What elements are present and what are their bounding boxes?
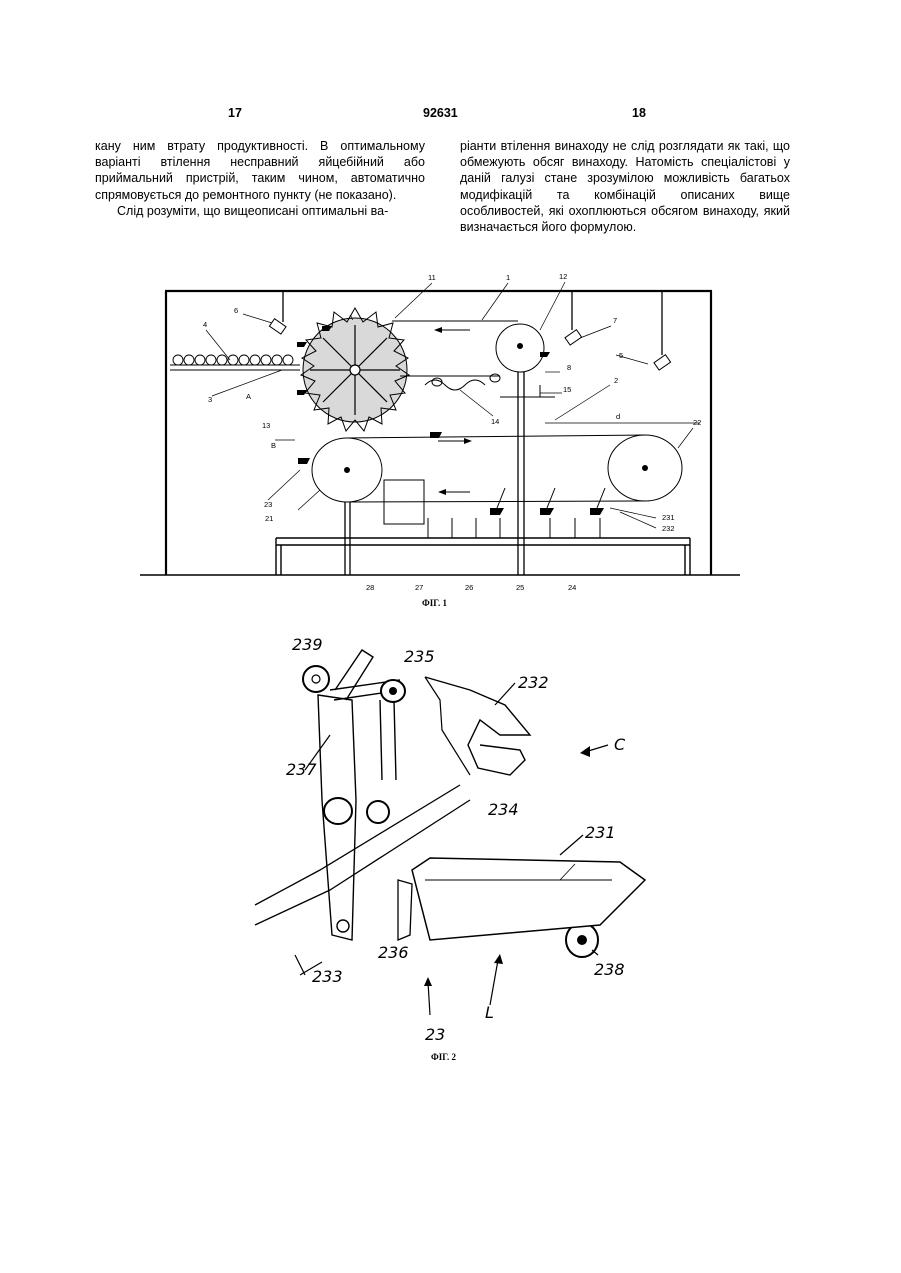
fig1-label: 21 xyxy=(265,514,273,523)
fig1-label: 14 xyxy=(491,417,499,426)
fig1-label: d xyxy=(616,412,620,421)
page-number-right: 18 xyxy=(632,106,646,120)
fig2-label: C xyxy=(614,735,626,754)
fig1-label: 4 xyxy=(203,320,207,329)
right-text-column: ріанти втілення винаходу не слід розгляд… xyxy=(460,138,790,235)
fig2-label: 232 xyxy=(518,673,549,692)
figure-2-caption: ФІГ. 2 xyxy=(431,1052,456,1062)
fig1-label: 11 xyxy=(428,273,436,282)
figure-1-caption: ФІГ. 1 xyxy=(422,598,447,608)
fig2-label: 234 xyxy=(488,800,519,819)
figure-1-diagram: 1 2 3 4 5 6 7 8 11 12 13 14 15 21 22 23 … xyxy=(0,270,901,615)
paragraph: Слід розуміти, що вищеописані оптимальні… xyxy=(95,203,425,219)
upper-belt xyxy=(392,321,544,376)
fig2-arrows xyxy=(295,683,608,1015)
fig1-label: 27 xyxy=(415,583,423,592)
unloader-guide xyxy=(425,374,555,397)
fig1-label: 26 xyxy=(465,583,473,592)
fig2-label: 237 xyxy=(286,760,317,779)
fig1-label: 1 xyxy=(506,273,510,282)
fig1-label: 24 xyxy=(568,583,576,592)
fig1-label: 13 xyxy=(262,421,270,430)
fig1-label: 25 xyxy=(516,583,524,592)
fig2-label: 233 xyxy=(312,967,343,986)
fig2-label: 235 xyxy=(404,647,435,666)
claw-232 xyxy=(425,677,530,775)
fig1-label: 22 xyxy=(693,418,701,427)
figure-2-diagram: 239 235 232 C 237 234 231 236 233 238 23… xyxy=(0,625,901,1070)
bin-frame xyxy=(276,538,690,575)
fig1-label: 232 xyxy=(662,524,675,533)
fig1-label: 5 xyxy=(619,351,623,360)
fig1-label: 28 xyxy=(366,583,374,592)
fig1-label: 6 xyxy=(234,306,238,315)
lower-belt xyxy=(312,423,700,502)
fig1-label: 12 xyxy=(559,272,567,281)
fig2-label: 238 xyxy=(594,960,625,979)
flap-236 xyxy=(398,880,412,940)
fig1-label: 2 xyxy=(614,376,618,385)
tray-231 xyxy=(412,858,645,940)
patent-number: 92631 xyxy=(423,106,458,120)
fig1-label: 15 xyxy=(563,385,571,394)
fig1-label: 7 xyxy=(613,316,617,325)
fig1-label: A xyxy=(246,392,251,401)
fig2-label: 23 xyxy=(425,1025,445,1044)
fig2-label: 239 xyxy=(292,635,323,654)
fig1-label: 8 xyxy=(567,363,571,372)
cracker-wheel xyxy=(301,308,409,431)
left-text-column: кану ним втрату продуктивності. В оптима… xyxy=(95,138,425,219)
page-number-left: 17 xyxy=(228,106,242,120)
paragraph: кану ним втрату продуктивності. В оптима… xyxy=(95,138,425,203)
fig2-label: 231 xyxy=(585,823,616,842)
egg-row xyxy=(170,355,300,370)
fig1-label: 231 xyxy=(662,513,675,522)
fig1-label: 23 xyxy=(264,500,272,509)
fig1-label: 3 xyxy=(208,395,212,404)
fig1-label: A xyxy=(348,313,353,322)
fig1-label: B xyxy=(271,441,276,450)
paragraph: ріанти втілення винаходу не слід розгляд… xyxy=(460,138,790,235)
fig2-label: L xyxy=(485,1003,494,1022)
fig2-label: 236 xyxy=(378,943,409,962)
